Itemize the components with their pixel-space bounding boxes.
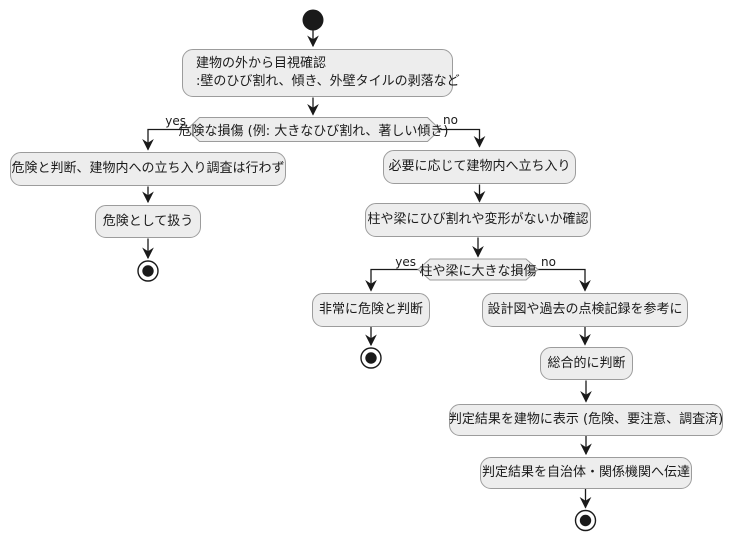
activity-judge-very-dangerous: 非常に危険と判断 xyxy=(312,293,430,327)
activity-enter-building: 必要に応じて建物内へ立ち入り xyxy=(383,150,576,184)
activity-judge-danger-no-entry: 危険と判断、建物内への立ち入り調査は行わず xyxy=(10,152,286,186)
edge-label-decision1-no: no xyxy=(443,113,458,127)
edge-decision1-yes xyxy=(142,128,187,151)
decision-column-damage-shape xyxy=(417,258,539,281)
activity-treat-as-danger: 危険として扱う xyxy=(95,205,201,238)
edge-decision2-no xyxy=(538,268,591,292)
activity-visual-check-line2: :壁のひび割れ、傾き、外壁タイルの剥落など xyxy=(196,74,460,89)
end-node-middle xyxy=(360,347,382,369)
activity-check-columns: 柱や梁にひび割れや変形がないか確認 xyxy=(365,203,591,237)
edge-label-decision2-yes: yes xyxy=(395,255,416,269)
start-node xyxy=(302,9,324,31)
activity-report-result: 判定結果を自治体・関係機関へ伝達 xyxy=(480,457,692,489)
end-node-right xyxy=(574,509,597,532)
activity-refer-records: 設計図や過去の点検記録を参考に xyxy=(482,293,688,327)
edge-decision1-no xyxy=(440,128,486,148)
edge-label-decision1-yes: yes xyxy=(165,114,186,128)
decision-dangerous-damage-label: 危険な損傷 (例: 大きなひび割れ、著しい傾き) xyxy=(178,124,449,139)
activity-visual-check-text: 建物の外から目視確認 :壁のひび割れ、傾き、外壁タイルの剥落など xyxy=(196,55,460,90)
activity-overall-judgement: 総合的に判断 xyxy=(540,347,633,380)
edge-decision2-yes xyxy=(365,268,418,292)
activity-visual-check: 建物の外から目視確認 :壁のひび割れ、傾き、外壁タイルの剥落など xyxy=(182,49,460,97)
activity-display-result: 判定結果を建物に表示 (危険、要注意、調査済) xyxy=(449,404,723,436)
edge-label-decision2-no: no xyxy=(541,255,556,269)
decision-column-damage-label: 柱や梁に大きな損傷 xyxy=(419,264,537,279)
activity-visual-check-line1: 建物の外から目視確認 xyxy=(196,56,327,72)
decision-dangerous-damage-shape xyxy=(186,117,441,142)
end-node-left xyxy=(137,260,159,282)
